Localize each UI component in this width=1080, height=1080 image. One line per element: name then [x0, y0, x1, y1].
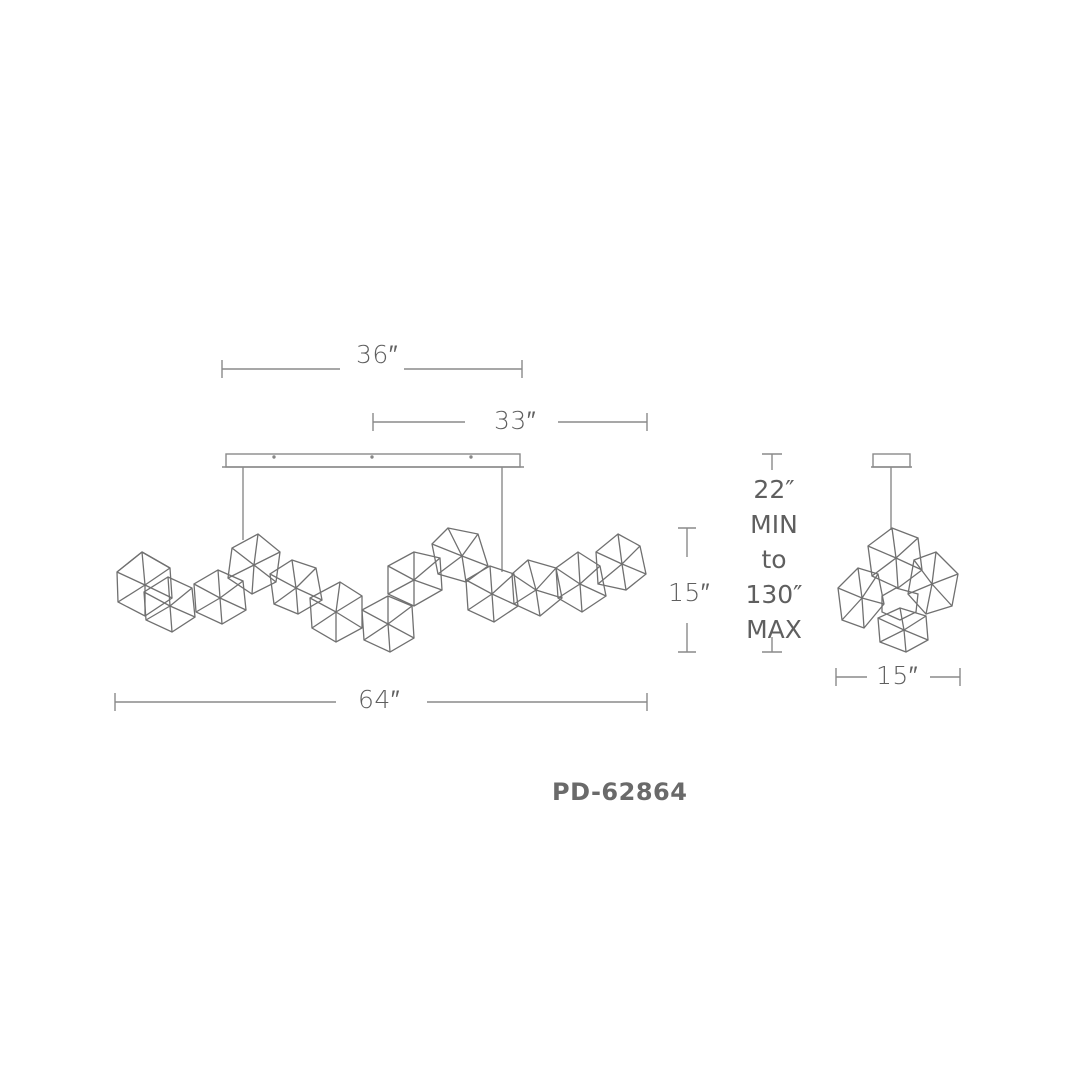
dimension-line-33 [372, 413, 648, 431]
polyhedron [465, 565, 519, 623]
label-height-max-value: 130″ [745, 580, 803, 609]
label-height-to: to [761, 545, 787, 574]
polyhedron [361, 595, 415, 653]
polyhedron [269, 559, 323, 615]
label-fixture-height: 15″ [664, 578, 715, 608]
dimension-line-height-15 [678, 527, 696, 653]
polyhedron [193, 569, 247, 625]
polyhedron [511, 559, 563, 617]
label-height-min-value: 22″ [753, 475, 795, 504]
label-stem-spacing: 33″ [490, 406, 541, 436]
label-canopy-length: 36″ [352, 340, 403, 370]
dimension-line-64 [114, 693, 648, 711]
label-height-max: MAX [746, 615, 802, 644]
chandelier-side-polyhedra [837, 527, 959, 653]
dimension-line-depth-15 [835, 668, 961, 686]
chandelier-front-polyhedra [116, 527, 647, 653]
label-overall-width: 64″ [354, 685, 405, 715]
canopy-front [222, 453, 524, 572]
canopy-side [871, 453, 912, 530]
polyhedron [227, 533, 281, 595]
polyhedron [387, 551, 443, 607]
dimension-line-36 [221, 360, 523, 378]
polyhedron [309, 581, 363, 643]
label-side-depth: 15″ [872, 661, 923, 691]
model-number: PD-62864 [552, 778, 688, 806]
dimension-line-overall-height [762, 453, 782, 653]
polyhedron [143, 576, 196, 633]
overall-height-stack: 22″ MIN to 130″ MAX [724, 472, 824, 647]
polyhedron [595, 533, 647, 591]
label-height-min: MIN [750, 510, 798, 539]
polyhedron [555, 551, 607, 613]
